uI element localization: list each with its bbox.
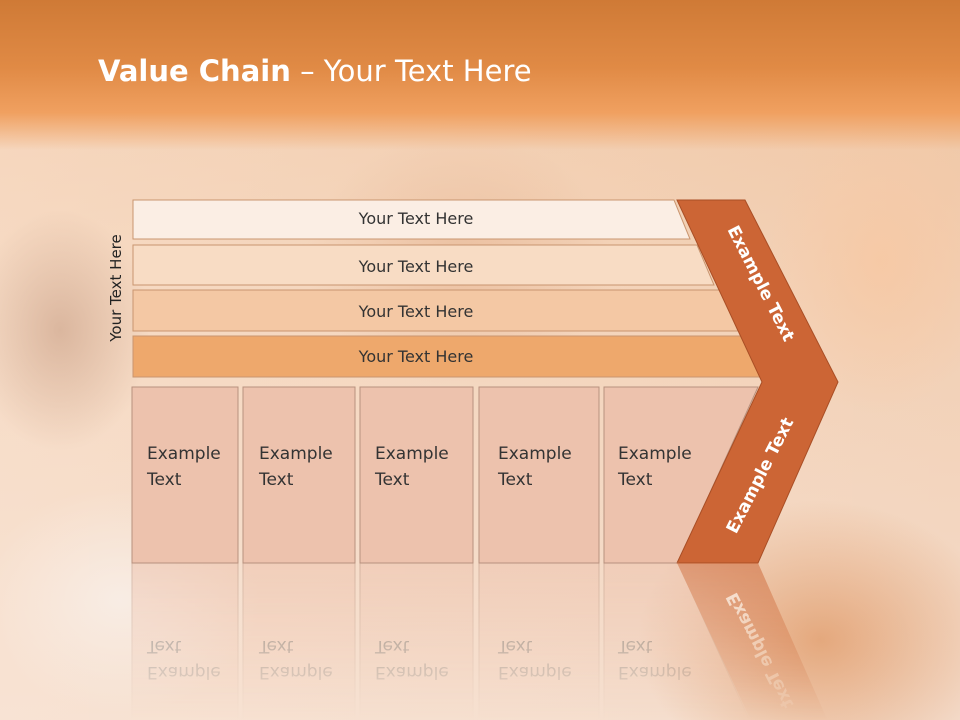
box-2[interactable]: Example Text xyxy=(242,386,356,564)
box-4-line2: Text xyxy=(497,470,533,490)
box-1-line2: Text xyxy=(146,470,182,490)
box-2-shape xyxy=(242,386,356,564)
bar-1[interactable]: Your Text Here xyxy=(132,199,691,240)
box-2-line1: Example xyxy=(259,444,333,464)
bar-4[interactable]: Your Text Here xyxy=(132,335,764,378)
box-3-line2: Text xyxy=(374,470,410,490)
bar-3-label: Your Text Here xyxy=(358,302,474,321)
bar-3[interactable]: Your Text Here xyxy=(132,289,739,332)
bar-2-shape xyxy=(132,244,715,286)
header-band xyxy=(0,0,960,150)
diagram-reflection: Example Text Example Text Example Text E… xyxy=(131,562,828,720)
box-4[interactable]: Example Text xyxy=(478,386,600,564)
box-4-shape xyxy=(478,386,600,564)
reflection-box-4-line1: Example xyxy=(498,662,572,682)
reflection-box-4-line2: Text xyxy=(497,636,533,656)
reflection-box-2-line2: Text xyxy=(258,636,294,656)
bar-2[interactable]: Your Text Here xyxy=(132,244,715,286)
box-5-line1: Example xyxy=(618,444,692,464)
box-3-shape xyxy=(359,386,474,564)
box-3[interactable]: Example Text xyxy=(359,386,474,564)
reflection-box-1-line1: Example xyxy=(147,662,221,682)
box-1[interactable]: Example Text xyxy=(131,386,239,564)
slide-title[interactable]: Value Chain – Your Text Here xyxy=(98,54,532,88)
box-5[interactable]: Example Text xyxy=(603,386,759,564)
bar-2-label: Your Text Here xyxy=(358,257,474,276)
bar-4-label: Your Text Here xyxy=(358,347,474,366)
box-4-line1: Example xyxy=(498,444,572,464)
bar-1-shape xyxy=(132,199,691,240)
reflection-box-2-line1: Example xyxy=(259,662,333,682)
bar-1-label: Your Text Here xyxy=(358,209,474,228)
box-5-line2: Text xyxy=(617,470,653,490)
reflection-box-5-line2: Text xyxy=(617,636,653,656)
box-3-line1: Example xyxy=(375,444,449,464)
box-1-shape xyxy=(131,386,239,564)
reflection-box-3-line1: Example xyxy=(375,662,449,682)
box-1-line1: Example xyxy=(147,444,221,464)
reflection-box-5-line1: Example xyxy=(618,662,692,682)
box-2-line2: Text xyxy=(258,470,294,490)
reflection-box-3-line2: Text xyxy=(374,636,410,656)
title-rest: – Your Text Here xyxy=(290,54,532,88)
reflection-box-1-line2: Text xyxy=(146,636,182,656)
title-bold: Value Chain xyxy=(98,54,291,88)
